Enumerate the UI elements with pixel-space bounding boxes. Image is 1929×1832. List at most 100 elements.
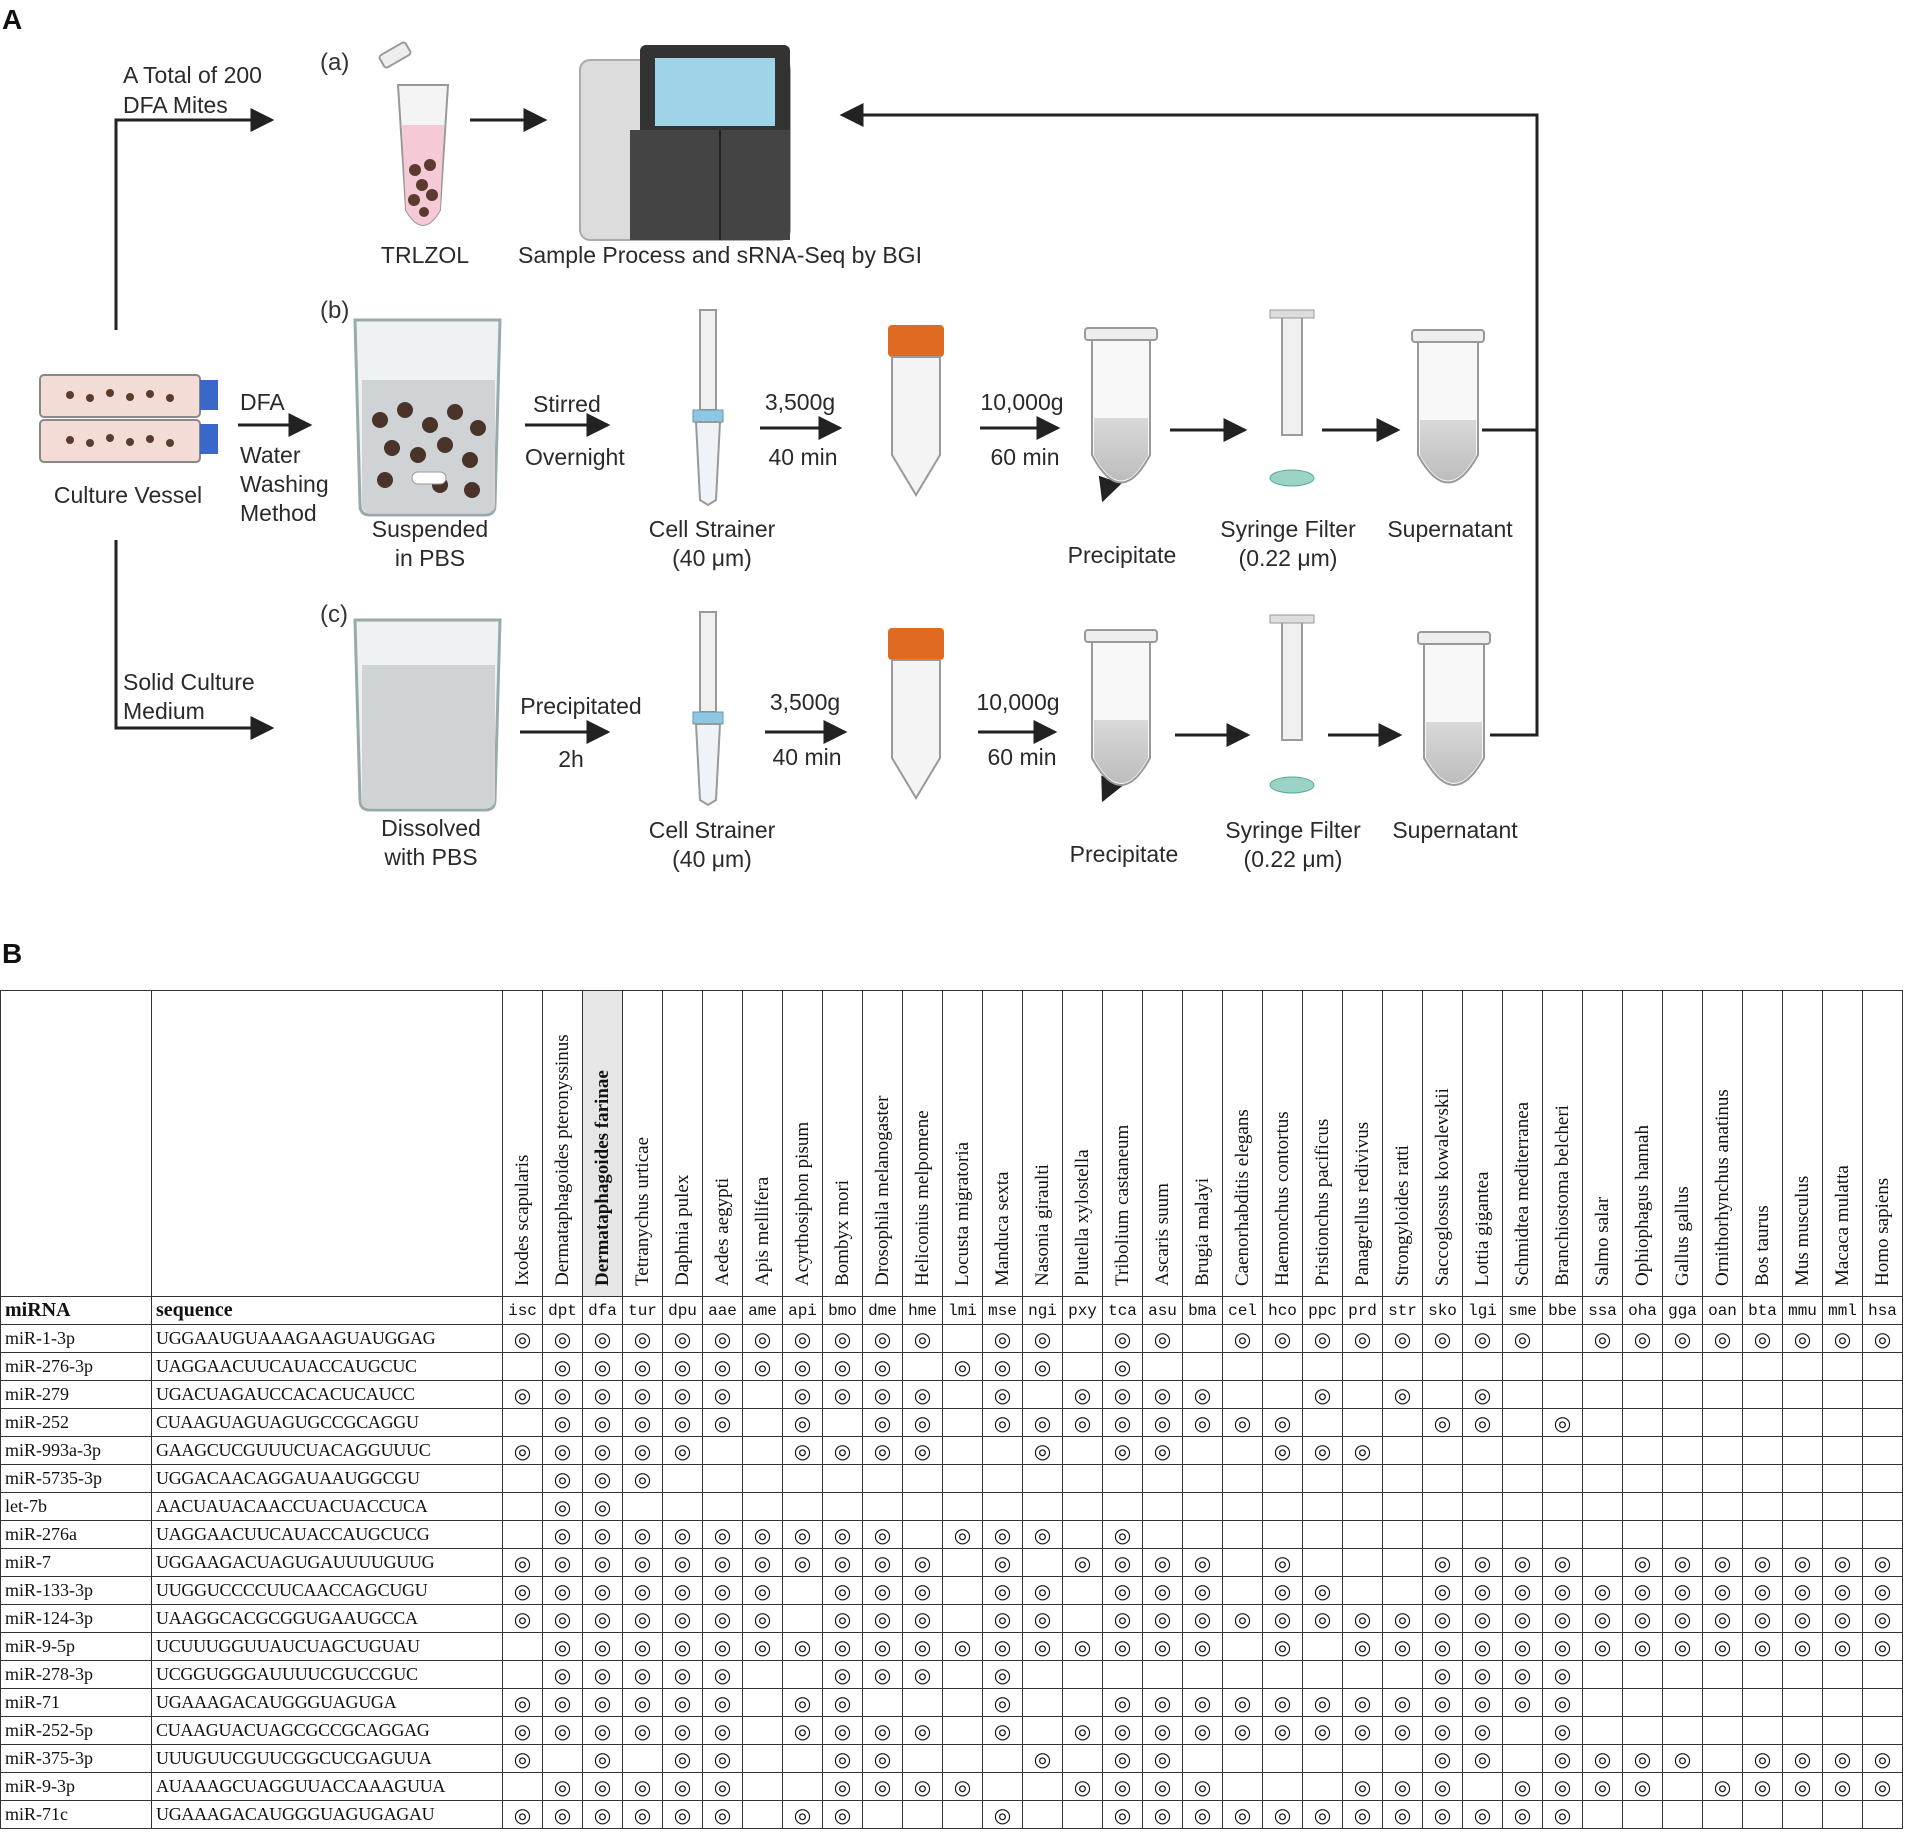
presence-cell-prd: ◎ [1342,1772,1383,1801]
presence-cell-gga [1662,1380,1703,1409]
presence-cell-asu: ◎ [1142,1772,1183,1801]
presence-cell-hme [902,1520,943,1549]
presence-cell-str [1382,1492,1423,1521]
presence-cell-gga [1662,1352,1703,1381]
presence-cell-pxy [1062,1604,1103,1633]
presence-cell-prd [1342,1744,1383,1773]
presence-cell-bmo: ◎ [822,1548,863,1577]
species-name: Dermataphagoides farinae [591,1070,613,1286]
presence-cell-hme: ◎ [902,1772,943,1801]
species-name: Apis mellifera [751,1176,773,1286]
presence-cell-bma [1182,1436,1223,1465]
presence-cell-mse: ◎ [982,1408,1023,1437]
presence-cell-ame: ◎ [742,1576,783,1605]
presence-cell-bta [1742,1352,1783,1381]
presence-cell-dpt: ◎ [542,1492,583,1521]
species-header-hsa: Homo sapiens [1862,990,1903,1297]
presence-cell-lmi [942,1716,983,1745]
presence-cell-mse [982,1464,1023,1493]
presence-cell-tur: ◎ [622,1604,663,1633]
presence-cell-lgi [1462,1464,1503,1493]
presence-cell-bma [1182,1492,1223,1521]
species-name: Drosophila melanogaster [871,1095,893,1286]
species-name: Panagrellus redivivus [1351,1121,1373,1286]
presence-cell-oan: ◎ [1702,1548,1743,1577]
presence-cell-ssa [1582,1520,1623,1549]
presence-cell-ssa: ◎ [1582,1604,1623,1633]
presence-cell-ngi: ◎ [1022,1324,1063,1353]
presence-cell-hme [902,1800,943,1829]
presence-cell-pxy [1062,1324,1103,1353]
presence-cell-ppc [1302,1772,1343,1801]
presence-cell-hsa: ◎ [1862,1324,1903,1353]
presence-cell-dpt: ◎ [542,1408,583,1437]
presence-cell-hco: ◎ [1262,1604,1303,1633]
species-code-sko: sko [1422,1296,1463,1325]
presence-cell-dpu: ◎ [662,1576,703,1605]
presence-cell-gga [1662,1660,1703,1689]
presence-cell-aae: ◎ [702,1744,743,1773]
presence-cell-sko [1422,1492,1463,1521]
label-step-b: (b) [320,297,349,324]
species-name: Homo sapiens [1871,1177,1893,1286]
precipitate-tube-b-icon [1084,327,1158,484]
presence-cell-ame [742,1492,783,1521]
presence-cell-oha [1622,1436,1663,1465]
presence-cell-oha [1622,1380,1663,1409]
presence-cell-cel: ◎ [1222,1324,1263,1353]
presence-cell-mmu: ◎ [1782,1772,1823,1801]
species-code-bma: bma [1182,1296,1223,1325]
presence-cell-ssa [1582,1548,1623,1577]
presence-cell-aae [702,1436,743,1465]
presence-cell-gga [1662,1408,1703,1437]
presence-cell-mse: ◎ [982,1380,1023,1409]
species-code-gga: gga [1662,1296,1703,1325]
presence-cell-pxy: ◎ [1062,1716,1103,1745]
presence-cell-bbe [1542,1380,1583,1409]
presence-cell-oan: ◎ [1702,1632,1743,1661]
presence-cell-api: ◎ [782,1352,823,1381]
presence-cell-ame [742,1408,783,1437]
presence-cell-dfa: ◎ [582,1688,623,1717]
presence-cell-hco: ◎ [1262,1436,1303,1465]
presence-cell-isc [502,1492,543,1521]
species-code-pxy: pxy [1062,1296,1103,1325]
presence-cell-dfa: ◎ [582,1324,623,1353]
presence-cell-api: ◎ [782,1548,823,1577]
presence-cell-dpt: ◎ [542,1380,583,1409]
presence-cell-dpu: ◎ [662,1604,703,1633]
presence-cell-mmu [1782,1492,1823,1521]
panel-a-label: A [2,4,23,35]
species-name: Nasonia giraulti [1031,1164,1053,1286]
presence-cell-pxy [1062,1688,1103,1717]
presence-cell-sme [1502,1744,1543,1773]
presence-cell-oha [1622,1492,1663,1521]
presence-cell-prd [1342,1548,1383,1577]
presence-cell-mse: ◎ [982,1632,1023,1661]
presence-cell-tur: ◎ [622,1660,663,1689]
presence-cell-api: ◎ [782,1520,823,1549]
presence-cell-isc: ◎ [502,1324,543,1353]
presence-cell-prd [1342,1492,1383,1521]
culture-vessel-icon [39,374,218,463]
presence-cell-sme: ◎ [1502,1604,1543,1633]
presence-cell-sko [1422,1436,1463,1465]
species-code-ngi: ngi [1022,1296,1063,1325]
label-precipitate-c: Precipitate [1070,841,1179,867]
species-name: Salmo salar [1591,1196,1613,1286]
presence-cell-oan [1702,1492,1743,1521]
presence-cell-lmi [942,1576,983,1605]
presence-cell-bbe: ◎ [1542,1632,1583,1661]
presence-cell-bta [1742,1380,1783,1409]
presence-cell-str: ◎ [1382,1632,1423,1661]
presence-cell-dfa: ◎ [582,1520,623,1549]
presence-cell-bta [1742,1520,1783,1549]
presence-cell-bma: ◎ [1182,1772,1223,1801]
presence-cell-tca: ◎ [1102,1604,1143,1633]
presence-cell-ppc [1302,1744,1343,1773]
species-code-tur: tur [622,1296,663,1325]
presence-cell-dpt: ◎ [542,1604,583,1633]
